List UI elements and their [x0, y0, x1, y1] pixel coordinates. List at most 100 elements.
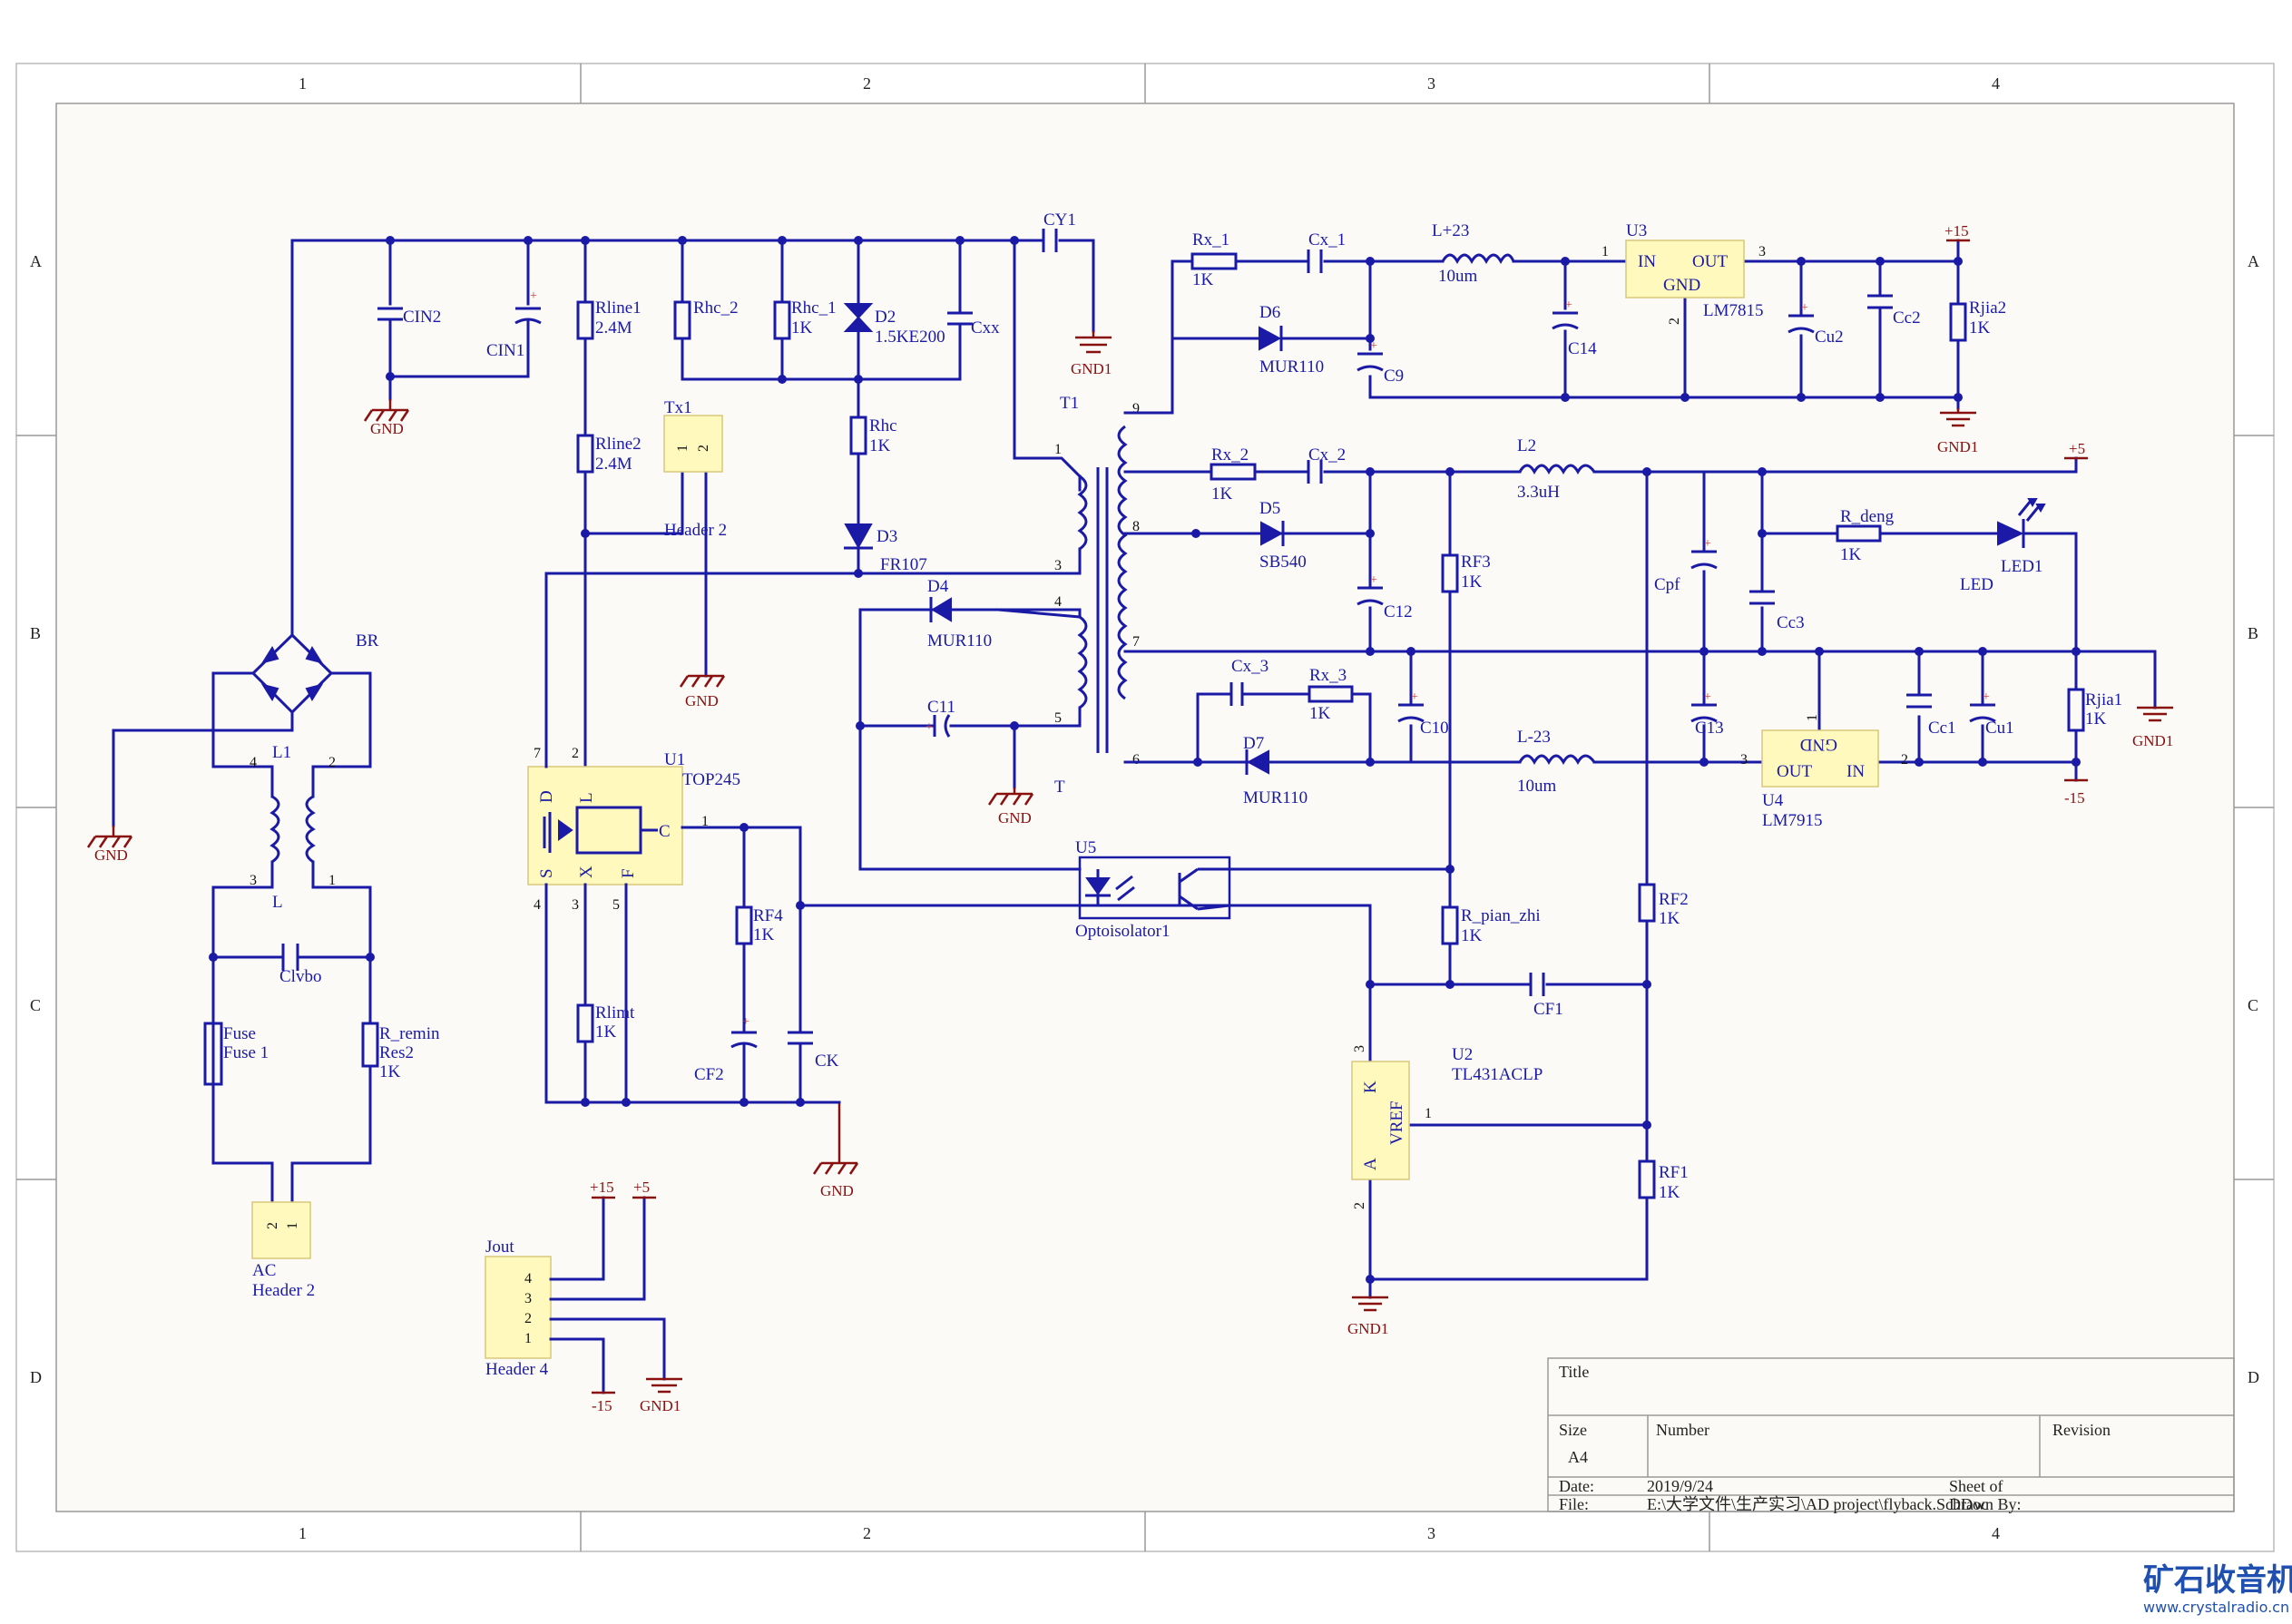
l1-pin3: 3	[250, 873, 257, 888]
rf2-value: 1K	[1659, 909, 1680, 928]
zone-col-4: 4	[1992, 74, 2000, 93]
cc1-label: Cc1	[1928, 719, 1956, 738]
zone-col-3-bottom: 3	[1427, 1524, 1435, 1542]
svg-text:+: +	[1565, 298, 1572, 312]
c12-label: C12	[1384, 602, 1413, 621]
capacitor-cx1: Cx_1	[1307, 230, 1346, 273]
capacitor-c14: + C14	[1552, 298, 1597, 358]
capacitor-cc3: Cc3	[1749, 590, 1805, 632]
m15-label: -15	[2064, 789, 2085, 807]
rx1-value: 1K	[1192, 270, 1214, 289]
l1-pin4: 4	[250, 755, 257, 770]
resistor-rhc1: Rhc_1 1K	[773, 298, 837, 340]
u1-l: L	[577, 792, 596, 803]
gnd1-c-label: GND1	[2132, 732, 2173, 749]
rline1-label: Rline1	[595, 298, 642, 318]
u1-label: U1	[664, 750, 685, 769]
u5-value: Optoisolator1	[1075, 922, 1170, 941]
capacitor-cin2: CIN2	[377, 307, 441, 327]
t1-pin1: 1	[1054, 442, 1062, 457]
ic-u1-top245: D L S X F C U1 TOP245 7 2 1 4 3 5	[527, 746, 740, 913]
u1-x: X	[577, 866, 596, 878]
jout-pin3: 3	[524, 1291, 532, 1306]
c13-label: C13	[1695, 719, 1724, 738]
zone-col-2-bottom: 2	[863, 1524, 871, 1542]
zone-row-a: A	[30, 252, 42, 270]
t1-pin5: 5	[1054, 710, 1062, 726]
capacitor-cu2: + Cu2	[1788, 301, 1844, 347]
tb-file: File:	[1559, 1495, 1589, 1513]
l2-value: 3.3uH	[1517, 483, 1560, 502]
rhc-label: Rhc	[869, 416, 897, 435]
u3-in: IN	[1638, 252, 1656, 271]
rhc-value: 1K	[869, 436, 891, 455]
rremin-value: Res2	[379, 1043, 414, 1062]
fuse-value: Fuse 1	[223, 1043, 269, 1062]
ac-pin1: 1	[285, 1222, 300, 1229]
rf1-value: 1K	[1659, 1183, 1680, 1202]
title-block: Title Size A4 Number Revision Date: 2019…	[1547, 1357, 2235, 1513]
u1-pin2: 2	[572, 746, 579, 761]
svg-text:+: +	[1704, 690, 1711, 704]
resistor-rf2: RF2 1K	[1638, 883, 1689, 928]
c9-label: C9	[1384, 367, 1404, 386]
capacitor-clvbo: Clvbo	[279, 944, 321, 986]
u1-c: C	[659, 822, 671, 841]
lm23-value: 10um	[1517, 777, 1557, 796]
t1-pin6: 6	[1132, 752, 1140, 768]
l1-pin2: 2	[328, 755, 336, 770]
cc3-label: Cc3	[1777, 613, 1805, 632]
inner-border	[55, 103, 2235, 1512]
cc2-label: Cc2	[1893, 308, 1921, 328]
resistor-rlimt: Rlimt 1K	[576, 1003, 635, 1043]
svg-text:+: +	[1801, 301, 1808, 315]
resistor-rf3: RF3 1K	[1441, 553, 1491, 593]
capacitor-cc2: Cc2	[1867, 294, 1921, 328]
svg-text:+: +	[1983, 690, 1990, 704]
rjia2-label: Rjia2	[1969, 298, 2006, 318]
tx1-header-label: Header 2	[664, 521, 727, 540]
t1-pin3: 3	[1054, 558, 1062, 573]
zone-row-b-right: B	[2248, 624, 2258, 642]
fuse-1: Fuse Fuse 1	[203, 1022, 269, 1086]
p5-label: +5	[2069, 440, 2085, 457]
resistor-rline2: Rline2 2.4M	[576, 434, 642, 474]
u4-value: LM7915	[1762, 811, 1823, 830]
resistor-rhc2: Rhc_2	[673, 298, 739, 340]
rline1-value: 2.4M	[595, 318, 632, 338]
cx1-label: Cx_1	[1308, 230, 1346, 249]
inductor-l23: L+23 10um	[1432, 221, 1515, 286]
rdeng-label: R_deng	[1840, 507, 1895, 526]
transformer-t1: T1 1 3 4 5 9 8 7 6	[1054, 394, 1140, 768]
resistor-rdeng: R_deng 1K	[1836, 507, 1895, 564]
u4-out: OUT	[1777, 762, 1812, 781]
c14-label: C14	[1568, 339, 1597, 358]
u2-value: TL431ACLP	[1452, 1065, 1543, 1084]
cx3-label: Cx_3	[1231, 657, 1268, 676]
u4-in: IN	[1846, 762, 1865, 781]
power-plus5: +5	[2064, 440, 2088, 460]
capacitor-c12: + C12	[1357, 573, 1413, 621]
d3-value: FR107	[880, 555, 927, 574]
svg-text:+: +	[1370, 339, 1377, 353]
t1-pin9: 9	[1132, 401, 1140, 416]
t1-pin8: 8	[1132, 519, 1140, 534]
jout-pin4: 4	[524, 1271, 532, 1286]
shunt-regulator-u2-tl431: K A VREF U2 TL431ACLP 3 1 2	[1351, 1045, 1543, 1209]
capacitor-cx2: Cx_2	[1307, 445, 1346, 484]
rf4-label: RF4	[753, 906, 783, 925]
rremin-k: 1K	[379, 1062, 401, 1081]
l23-value: 10um	[1438, 267, 1478, 286]
junction-dots	[209, 236, 2081, 1284]
d7-label: D7	[1243, 734, 1264, 753]
jout-header-label: Header 4	[485, 1360, 549, 1379]
tb-file-value: E:\大学文件\生产实习\AD project\flyback.SchDoc	[1647, 1495, 1988, 1513]
ac-label: AC	[252, 1261, 276, 1280]
rf2-label: RF2	[1659, 890, 1689, 909]
rf4-value: 1K	[753, 925, 775, 944]
rf3-label: RF3	[1461, 553, 1491, 572]
t1-label: T1	[1060, 394, 1079, 413]
u1-f: F	[619, 868, 638, 878]
capacitor-cf2: + CF2	[694, 1015, 758, 1084]
